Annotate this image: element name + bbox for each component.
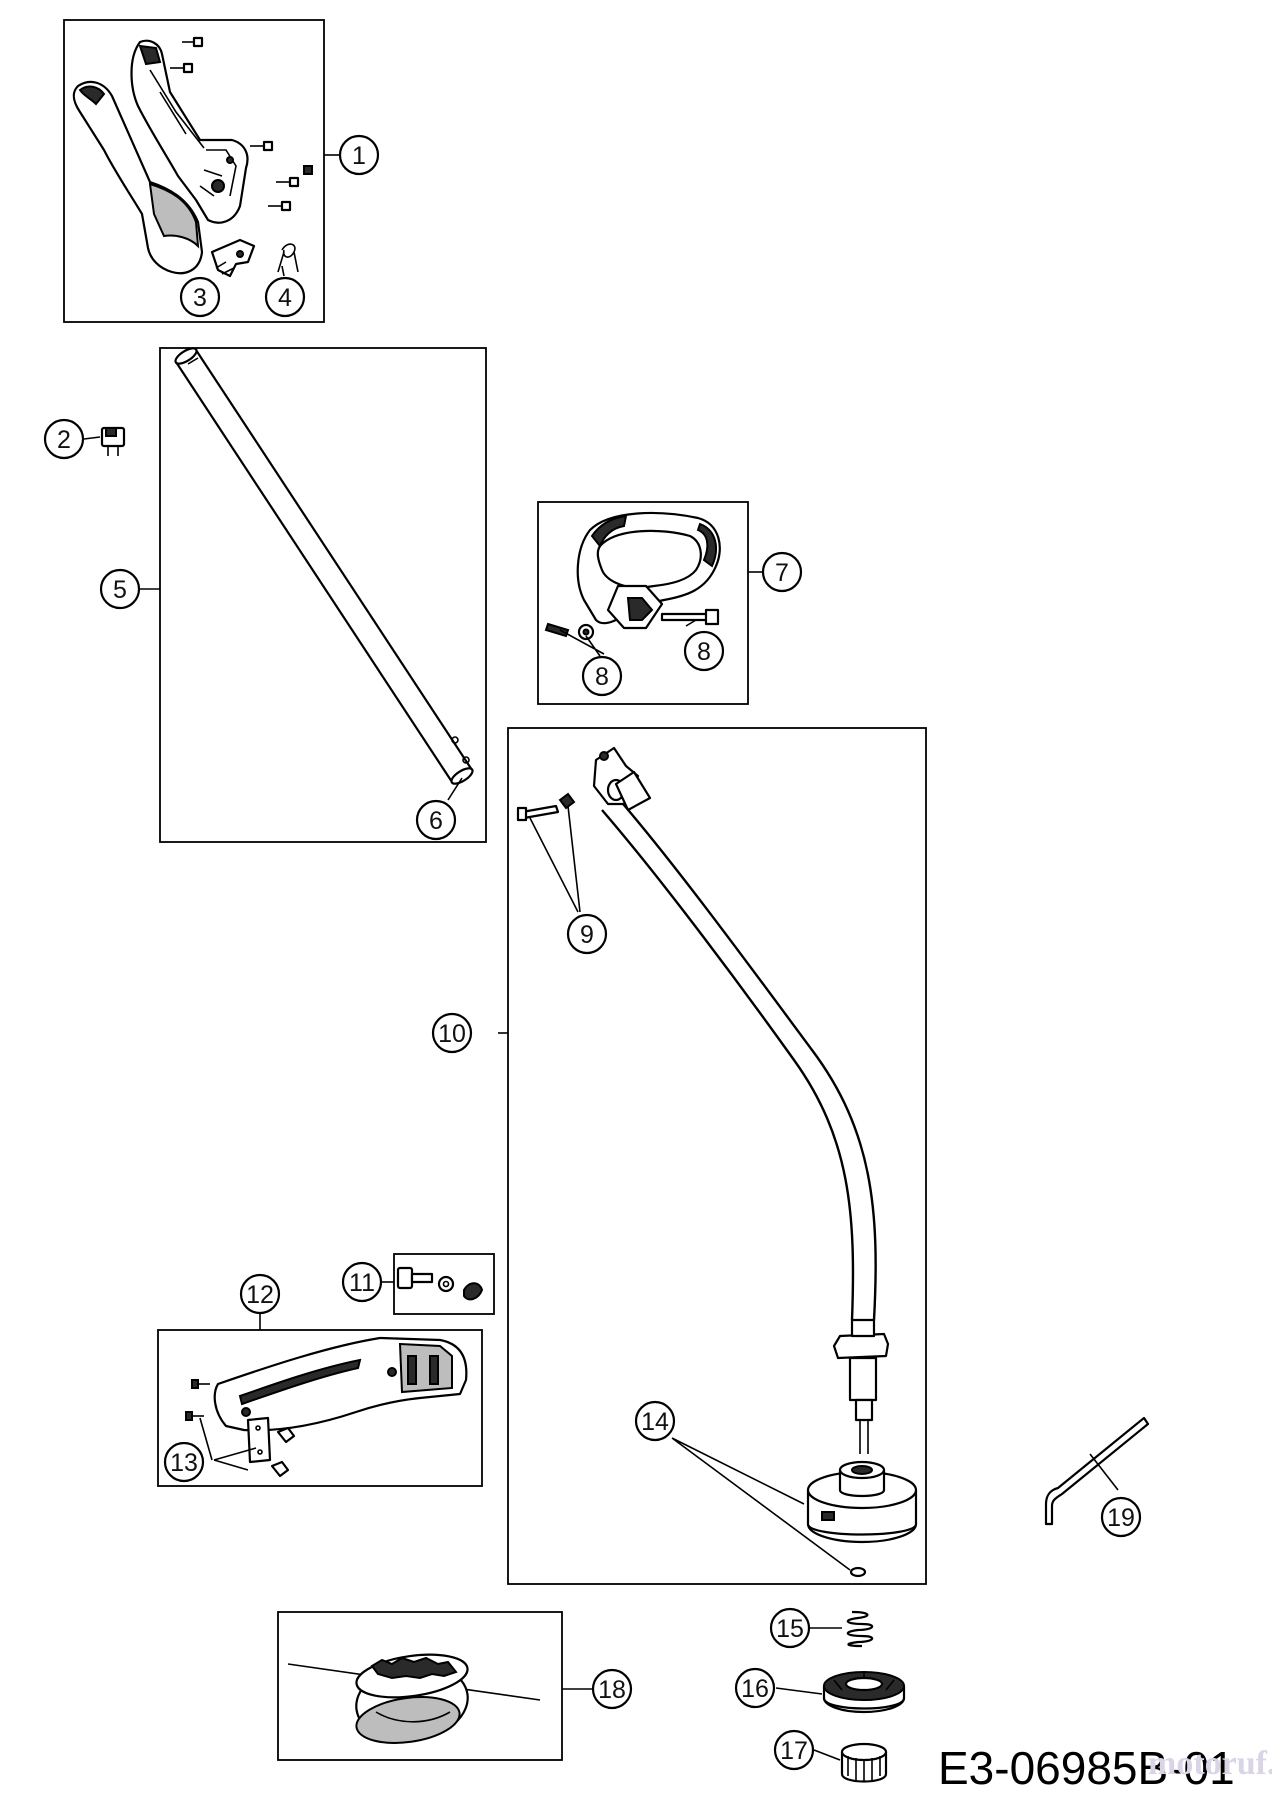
svg-text:13: 13 [170, 1449, 198, 1477]
tube-group-frame [159, 347, 487, 843]
callout-8-right: 8 [683, 630, 725, 672]
svg-text:19: 19 [1107, 1504, 1135, 1532]
guard-frame [157, 1329, 483, 1487]
hex-key-drawing [1044, 1416, 1150, 1526]
callout-11: 11 [341, 1261, 383, 1303]
callout-8-left: 8 [581, 655, 623, 697]
svg-text:11: 11 [349, 1269, 375, 1297]
callout-7: 7 [761, 551, 803, 593]
callout-12: 12 [239, 1273, 281, 1315]
lower-tube-frame [507, 727, 927, 1585]
svg-text:1: 1 [352, 142, 366, 170]
callout-16: 16 [734, 1667, 776, 1709]
svg-text:14: 14 [641, 1408, 669, 1436]
callout-10: 10 [431, 1012, 473, 1054]
svg-text:17: 17 [780, 1737, 808, 1765]
svg-text:10: 10 [438, 1020, 466, 1048]
upper-tube-drawing [174, 347, 474, 785]
callout-9: 9 [566, 913, 608, 955]
svg-text:15: 15 [776, 1615, 804, 1643]
svg-text:3: 3 [193, 284, 207, 312]
spring-drawing [846, 1610, 874, 1648]
callout-14: 14 [634, 1400, 676, 1442]
lower-tube-drawing [516, 746, 918, 1578]
callout-1: 1 [338, 134, 380, 176]
svg-text:5: 5 [113, 576, 127, 604]
callout-17: 17 [773, 1729, 815, 1771]
callout-18: 18 [591, 1668, 633, 1710]
bolt-kit-frame [393, 1253, 495, 1315]
knob-drawing [840, 1742, 888, 1783]
callout-4: 4 [264, 276, 306, 318]
svg-text:7: 7 [775, 559, 789, 587]
callout-15: 15 [769, 1607, 811, 1649]
trimmer-head-frame [277, 1611, 563, 1761]
front-handle-frame [537, 501, 749, 705]
svg-text:18: 18 [598, 1676, 626, 1704]
handle-group-frame [63, 19, 325, 323]
callout-13: 13 [163, 1441, 205, 1483]
svg-text:4: 4 [278, 284, 292, 312]
svg-text:6: 6 [429, 807, 443, 835]
callout-6: 6 [415, 799, 457, 841]
svg-text:2: 2 [57, 426, 71, 454]
callout-2: 2 [43, 418, 85, 460]
front-handle-drawing [544, 511, 721, 641]
svg-text:12: 12 [246, 1281, 274, 1309]
callout-19: 19 [1100, 1496, 1142, 1538]
svg-text:8: 8 [595, 663, 609, 691]
handle-assembly-drawing [72, 36, 313, 278]
trimmer-head-drawing [287, 1653, 541, 1744]
bolt-kit-drawing [396, 1266, 484, 1301]
svg-text:16: 16 [741, 1675, 769, 1703]
leader-lines [83, 154, 1119, 1761]
svg-text:9: 9 [580, 921, 594, 949]
callout-5: 5 [99, 568, 141, 610]
svg-text:8: 8 [697, 638, 711, 666]
switch-drawing [100, 426, 126, 456]
guard-drawing [185, 1336, 468, 1478]
watermark: motoruf.de [1148, 1745, 1272, 1782]
diagram-code: E3-06985B-01 [938, 1742, 1235, 1794]
callout-3: 3 [179, 276, 221, 318]
spool-cover-drawing [822, 1671, 906, 1714]
